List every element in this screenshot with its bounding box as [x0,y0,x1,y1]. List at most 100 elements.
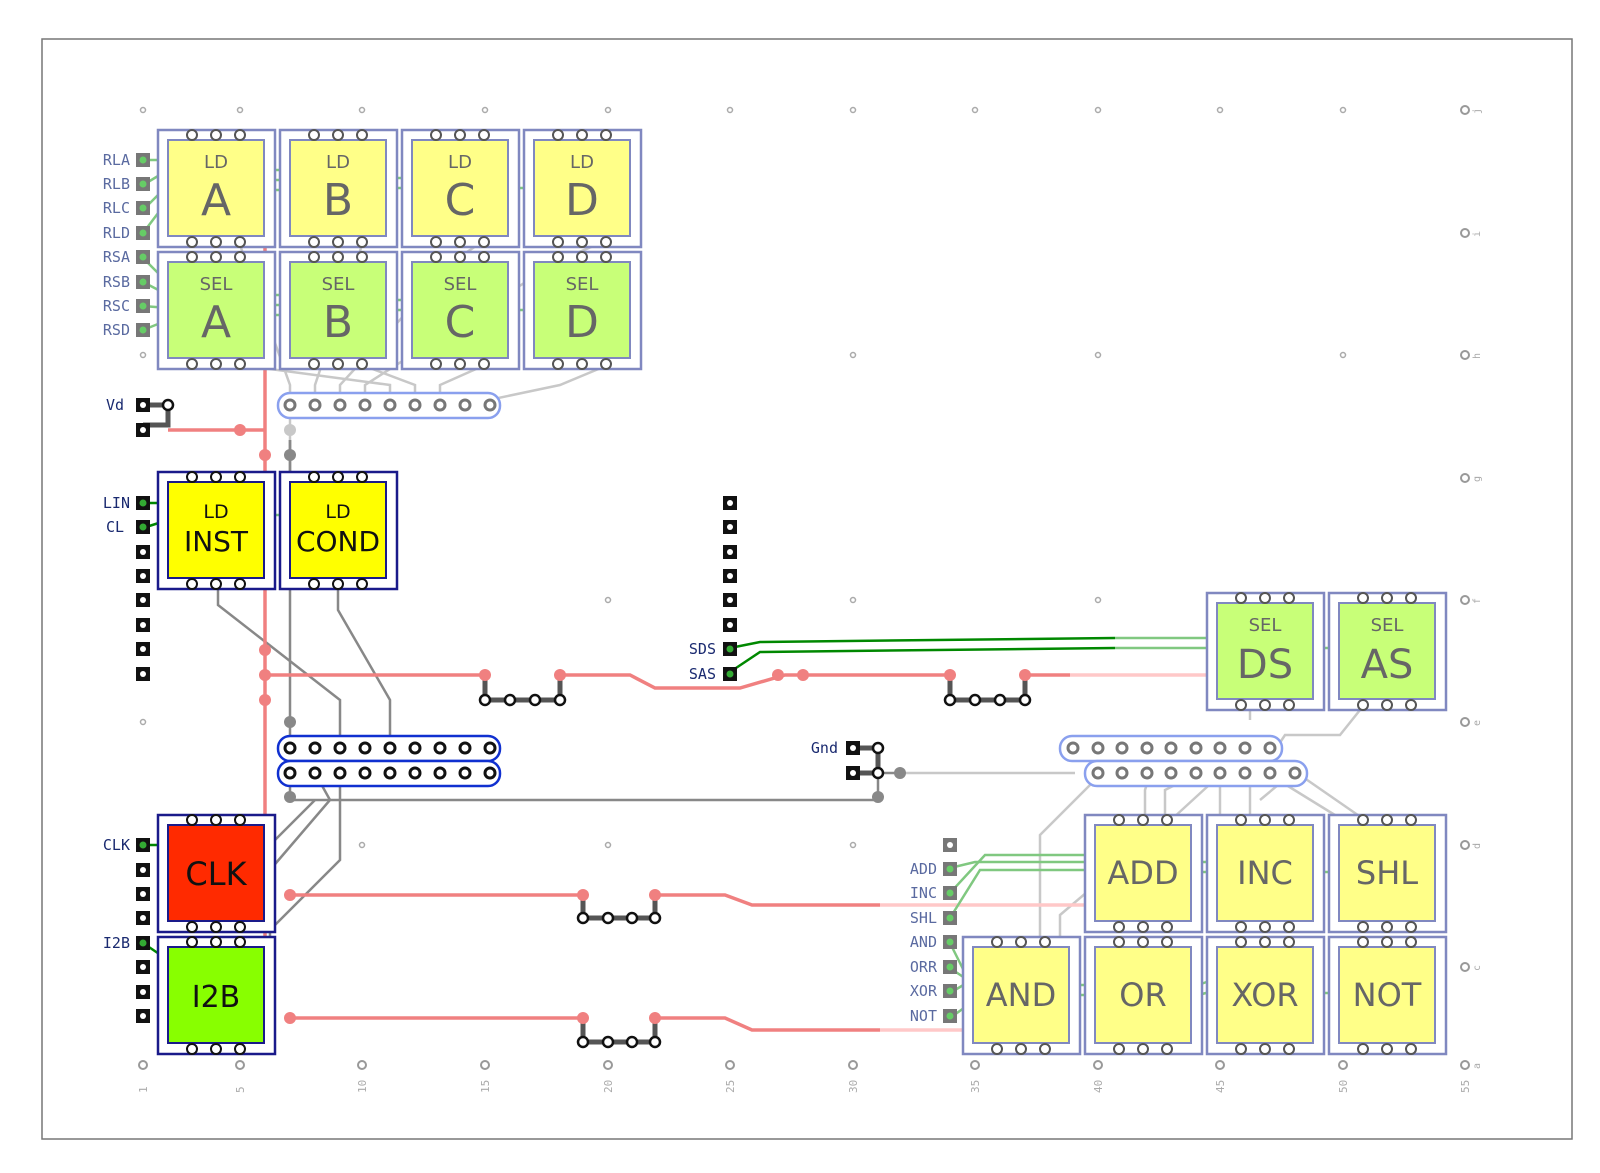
pin-label-sds: SDS [689,640,716,658]
chip-ld-cond-top: LD [325,501,350,523]
chip-ld-d-top: LD [570,152,594,173]
pin-label-shl: SHL [910,909,937,927]
chip-or: OR [1083,935,1204,1056]
pin-label-cl: CL [106,518,124,536]
chip-sel-a: SEL A [156,250,277,371]
chip-not: NOT [1327,935,1448,1056]
bus-strip-mid-lower [276,759,502,788]
pin-label-and: AND [910,933,937,951]
chip-ld-inst-main: INST [184,525,249,558]
chip-clk: CLK [156,813,277,934]
chip-ld-cond-main: COND [296,525,380,558]
chip-ld-a-main: A [201,175,231,226]
chip-xor: XOR [1205,935,1326,1056]
column-label: 40 [1092,1080,1105,1093]
row-markers [1460,105,1470,1070]
wire-nodes-gray [284,449,906,803]
chip-ld-c: LD C [400,128,521,249]
instr-pin-labels: LIN CL [103,494,130,536]
chip-sel-c: SEL C [400,250,521,371]
header-clk [136,838,150,925]
wire-nodes-black [161,398,1032,1049]
wires-black [143,402,1028,1045]
chip-sel-d-top: SEL [566,274,599,295]
wire-nodes-red [234,424,1031,1024]
pin-label-vd: Vd [106,396,124,414]
bus-strip-right-upper [1058,734,1284,763]
pin-label-clk: CLK [103,836,130,854]
pin-label-inc: INC [910,884,937,902]
header-register-pins [136,153,150,337]
column-label: 10 [356,1080,369,1093]
chip-ld-c-main: C [445,175,476,226]
pin-label-add: ADD [910,860,937,878]
header-instr [136,496,150,681]
chip-sel-ds: SEL DS [1205,591,1326,712]
chip-sel-ds-top: SEL [1249,615,1282,636]
header-gnd [846,741,860,780]
chip-sel-ds-main: DS [1237,642,1293,688]
chip-add: ADD [1083,813,1204,934]
chip-ld-d: LD D [522,128,643,249]
row-label: i [1472,231,1483,237]
bus-strip-mid-upper [276,734,502,763]
chip-sel-c-top: SEL [444,274,477,295]
pin-label-orr: ORR [910,958,938,976]
column-label: 35 [969,1080,982,1093]
chip-inc-main: INC [1237,854,1293,892]
pin-label-rlc: RLC [103,199,130,217]
chip-xor-main: XOR [1231,976,1298,1014]
chip-ld-inst-top: LD [203,501,228,523]
column-label: 1 [137,1086,150,1093]
chip-clk-main: CLK [185,855,247,893]
chip-i2b-main: I2B [192,980,241,1015]
column-label: 50 [1337,1080,1350,1093]
row-label: c [1472,965,1483,971]
header-vd [136,398,150,437]
chip-sel-c-main: C [445,297,476,348]
chip-sel-d: SEL D [522,250,643,371]
grid-dots [139,106,1347,849]
chip-ld-b: LD B [278,128,399,249]
chip-inc: INC [1205,813,1326,934]
column-label: 20 [602,1080,615,1093]
pin-label-xor: XOR [910,982,938,1000]
chip-and-main: AND [986,976,1056,1014]
pin-label-rld: RLD [103,224,130,242]
column-label: 30 [847,1080,860,1093]
chip-sel-as-main: AS [1361,642,1414,688]
chip-ld-c-top: LD [448,152,472,173]
chip-ld-inst: LD INST [156,470,277,591]
row-label: f [1472,598,1483,604]
column-label: 55 [1459,1080,1472,1093]
chip-sel-a-top: SEL [200,274,233,295]
chip-ld-a: LD A [156,128,277,249]
chip-and: AND [961,935,1082,1056]
chip-ld-b-top: LD [326,152,350,173]
column-label: 25 [724,1080,737,1093]
row-label: j [1472,108,1483,114]
pin-label-lin: LIN [103,494,130,512]
pin-label-sas: SAS [689,665,716,683]
column-label: 15 [479,1080,492,1093]
pin-label-i2b: I2B [103,934,130,952]
chip-sel-as: SEL AS [1327,591,1448,712]
chip-sel-b-main: B [323,297,353,348]
chip-shl-main: SHL [1356,854,1418,892]
register-pin-labels: RLA RLB RLC RLD RSA RSB RSC RSD [103,151,130,339]
column-label: 5 [234,1086,247,1093]
chip-i2b: I2B [156,935,277,1056]
wire-nodes-light [284,424,296,436]
chip-ld-a-top: LD [204,152,228,173]
header-alu [943,838,957,1023]
row-label: d [1472,843,1483,849]
row-label: e [1472,720,1483,726]
chip-sel-as-top: SEL [1371,615,1404,636]
pin-label-rlb: RLB [103,175,130,193]
pin-label-rsc: RSC [103,297,130,315]
pin-label-rsd: RSD [103,321,130,339]
pin-label-gnd: Gnd [811,739,838,757]
chip-add-main: ADD [1107,854,1178,892]
alu-pin-labels: ADD INC SHL AND ORR XOR NOT [910,860,938,1025]
